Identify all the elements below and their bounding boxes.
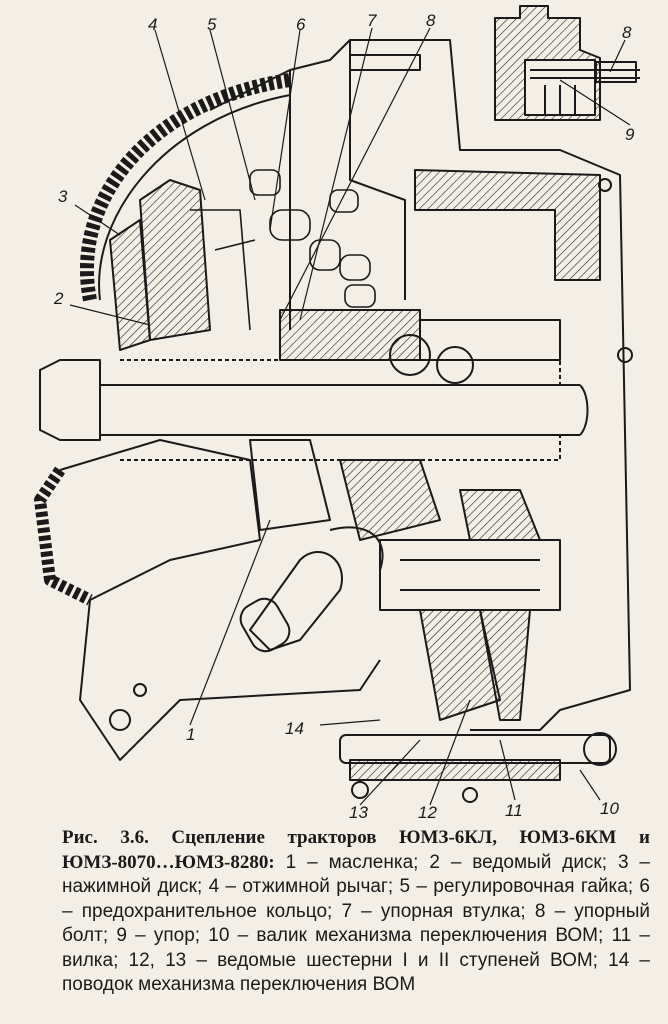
label-8: 8 xyxy=(426,11,436,30)
label-2: 2 xyxy=(53,289,64,308)
caption-title: Рис. 3.6. Сцепление тракторов ЮМЗ-6КЛ, Ю… xyxy=(62,827,650,873)
label-10: 10 xyxy=(600,799,619,818)
pto-gears xyxy=(379,489,561,721)
main-shaft xyxy=(39,359,589,461)
part-labels: 4 5 6 7 8 8 9 3 2 1 14 13 12 11 10 xyxy=(53,11,635,822)
label-3: 3 xyxy=(58,187,68,206)
label-7: 7 xyxy=(367,11,377,30)
clutch-housing xyxy=(209,39,631,731)
label-12: 12 xyxy=(418,803,437,822)
figure-caption: Рис. 3.6. Сцепление тракторов ЮМЗ-6КЛ, Ю… xyxy=(62,826,650,998)
caption-legend: 1 – масленка; 2 – ведомый диск; 3 – нажи… xyxy=(62,851,650,996)
pto-shift-shaft xyxy=(339,732,617,803)
label-14: 14 xyxy=(285,719,304,738)
label-11: 11 xyxy=(505,801,523,820)
label-6: 6 xyxy=(296,15,306,34)
inset-detail xyxy=(494,5,640,121)
label-13: 13 xyxy=(349,803,368,822)
clutch-drawing: 4 5 6 7 8 8 9 3 2 1 14 13 12 11 10 xyxy=(34,5,640,822)
label-1: 1 xyxy=(186,725,195,744)
label-8-inset: 8 xyxy=(622,23,632,42)
label-5: 5 xyxy=(207,15,217,34)
label-9: 9 xyxy=(625,125,635,144)
label-4: 4 xyxy=(148,15,157,34)
